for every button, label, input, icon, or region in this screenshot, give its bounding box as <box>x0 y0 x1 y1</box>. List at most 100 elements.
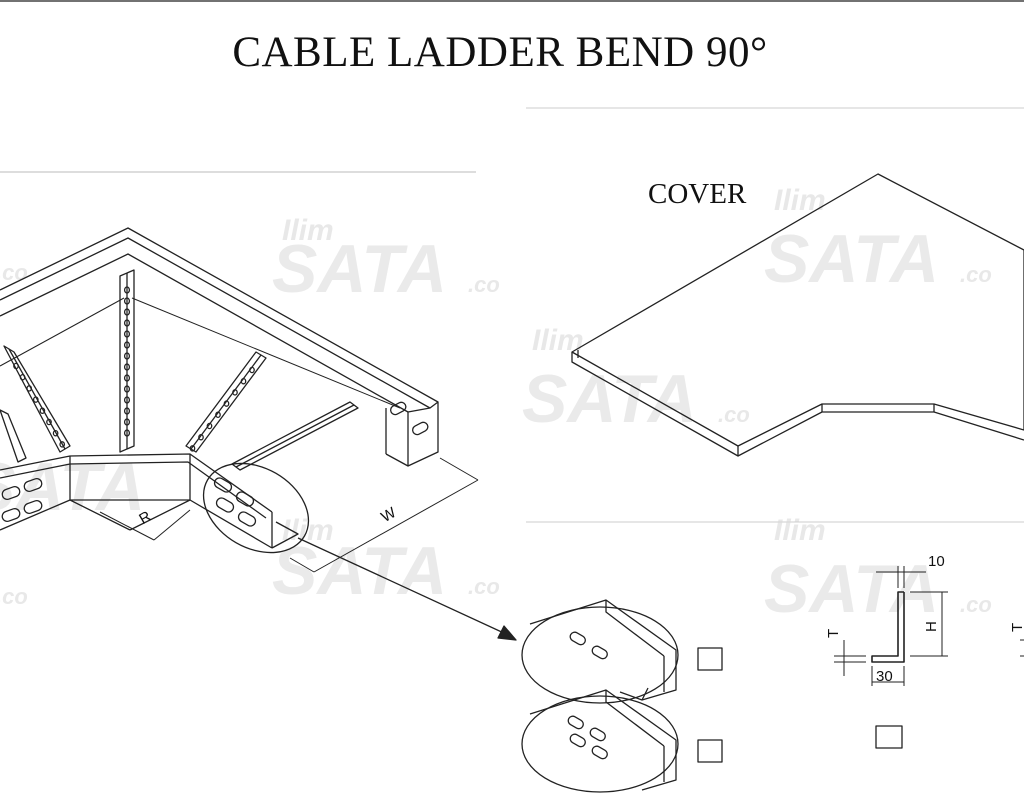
watermark-group: Ilim SATA .co .co Ilim SATA .co Ilim SAT… <box>0 184 992 627</box>
option-checkbox-2[interactable] <box>698 740 722 762</box>
slot <box>215 496 236 514</box>
svg-text:SATA: SATA <box>272 533 447 609</box>
rung-hole <box>125 430 130 436</box>
rung-hole <box>125 320 130 326</box>
rung-left-2 <box>0 410 26 462</box>
rung-hole <box>53 431 57 436</box>
watermark-7: .co <box>0 584 28 609</box>
rung-left-1 <box>4 346 70 452</box>
option-checkbox-1[interactable] <box>698 648 722 670</box>
svg-text:SATA: SATA <box>272 231 447 307</box>
rung-hole <box>233 390 237 395</box>
inner-rail-top-inner <box>0 462 266 518</box>
rung-center <box>120 270 134 452</box>
rung-hole <box>60 442 64 447</box>
slot <box>591 745 609 761</box>
dim-w-ext <box>440 458 478 480</box>
cover-label: COVER <box>648 178 747 210</box>
svg-text:.co: .co <box>468 574 500 599</box>
rung-hole <box>216 412 220 417</box>
watermark-6: Ilim SATA .co <box>764 514 992 627</box>
inner-base-edge <box>130 500 190 530</box>
slot <box>237 510 258 528</box>
rung-hole <box>34 397 38 402</box>
slot <box>235 490 256 508</box>
inner-rail-top <box>0 454 272 512</box>
rung-hole <box>125 375 130 381</box>
watermark-2: .co <box>0 260 28 285</box>
dim-w-ext <box>290 558 314 572</box>
outer-rail-end <box>408 402 438 466</box>
slot <box>567 715 585 731</box>
outer-rail-flange <box>386 454 408 466</box>
rung-right-2-edge <box>236 405 354 467</box>
inner-line <box>132 298 400 408</box>
dim-t-label-2: T <box>1009 623 1024 632</box>
rung-hole <box>250 367 254 372</box>
watermark-4: Ilim SATA .co <box>764 184 992 297</box>
dim-t-label: T <box>825 629 842 638</box>
dim-r-line <box>100 512 154 540</box>
rung-right-2 <box>232 402 358 470</box>
svg-text:.co: .co <box>960 262 992 287</box>
inner-rail-bottom <box>0 500 272 548</box>
slot <box>591 645 609 661</box>
detail-views <box>522 566 1024 792</box>
rung-hole <box>125 331 130 337</box>
svg-text:SATA: SATA <box>764 221 939 297</box>
rung-hole <box>125 287 130 293</box>
slot <box>1 507 21 523</box>
slot <box>23 477 43 493</box>
rung-hole <box>27 386 31 391</box>
svg-text:.co: .co <box>718 402 750 427</box>
detail-1-ellipse <box>522 607 678 703</box>
profile-section <box>872 592 904 662</box>
inner-line <box>0 298 124 366</box>
svg-text:.co: .co <box>468 272 500 297</box>
dim-w-label: W <box>378 504 399 526</box>
slot <box>569 631 587 647</box>
rung-hole <box>125 397 130 403</box>
slot <box>1 485 21 501</box>
svg-text:Ilim: Ilim <box>774 514 826 547</box>
detail-2-profile <box>530 690 676 790</box>
cover-top-face <box>572 174 1024 446</box>
inner-rail-flange <box>272 522 298 548</box>
watermark-5: Ilim SATA .co <box>272 514 500 609</box>
slot <box>411 421 429 436</box>
drawing-title: CABLE LADDER BEND 90° <box>232 29 768 76</box>
svg-text:Ilim: Ilim <box>774 184 826 217</box>
rung-right-1 <box>186 352 266 452</box>
svg-text:Ilim: Ilim <box>532 324 584 357</box>
outer-rail-top <box>0 228 438 402</box>
detail-circle <box>188 445 325 570</box>
dim-r-line <box>154 510 190 540</box>
slot <box>23 499 43 515</box>
rung-hole <box>47 419 51 424</box>
rung-hole <box>199 435 203 440</box>
dim-h-label: H <box>923 621 940 632</box>
detail-1-base <box>620 688 648 700</box>
option-checkbox-3[interactable] <box>876 726 902 748</box>
cover-inner-edge <box>738 412 1024 456</box>
slot <box>389 401 407 416</box>
dim-w-line <box>314 480 478 572</box>
watermark-3: Ilim SATA .co <box>522 324 750 437</box>
slot <box>213 476 234 494</box>
outer-rail-bottom <box>0 254 408 412</box>
slot <box>569 733 587 749</box>
rung-hole <box>207 423 211 428</box>
rung-hole <box>14 363 18 368</box>
outer-rail-top-inner <box>0 238 430 408</box>
svg-text:Ilim: Ilim <box>282 214 334 247</box>
rung-hole <box>125 364 130 370</box>
rung-hole <box>125 298 130 304</box>
detail-2-ellipse <box>522 696 678 792</box>
svg-text:SATA: SATA <box>764 551 939 627</box>
watermark-1: Ilim SATA .co <box>272 214 500 307</box>
cover-drawing <box>572 174 1024 456</box>
rung-hole <box>125 342 130 348</box>
rung-hole <box>224 401 228 406</box>
dim-30-label: 30 <box>876 668 893 685</box>
